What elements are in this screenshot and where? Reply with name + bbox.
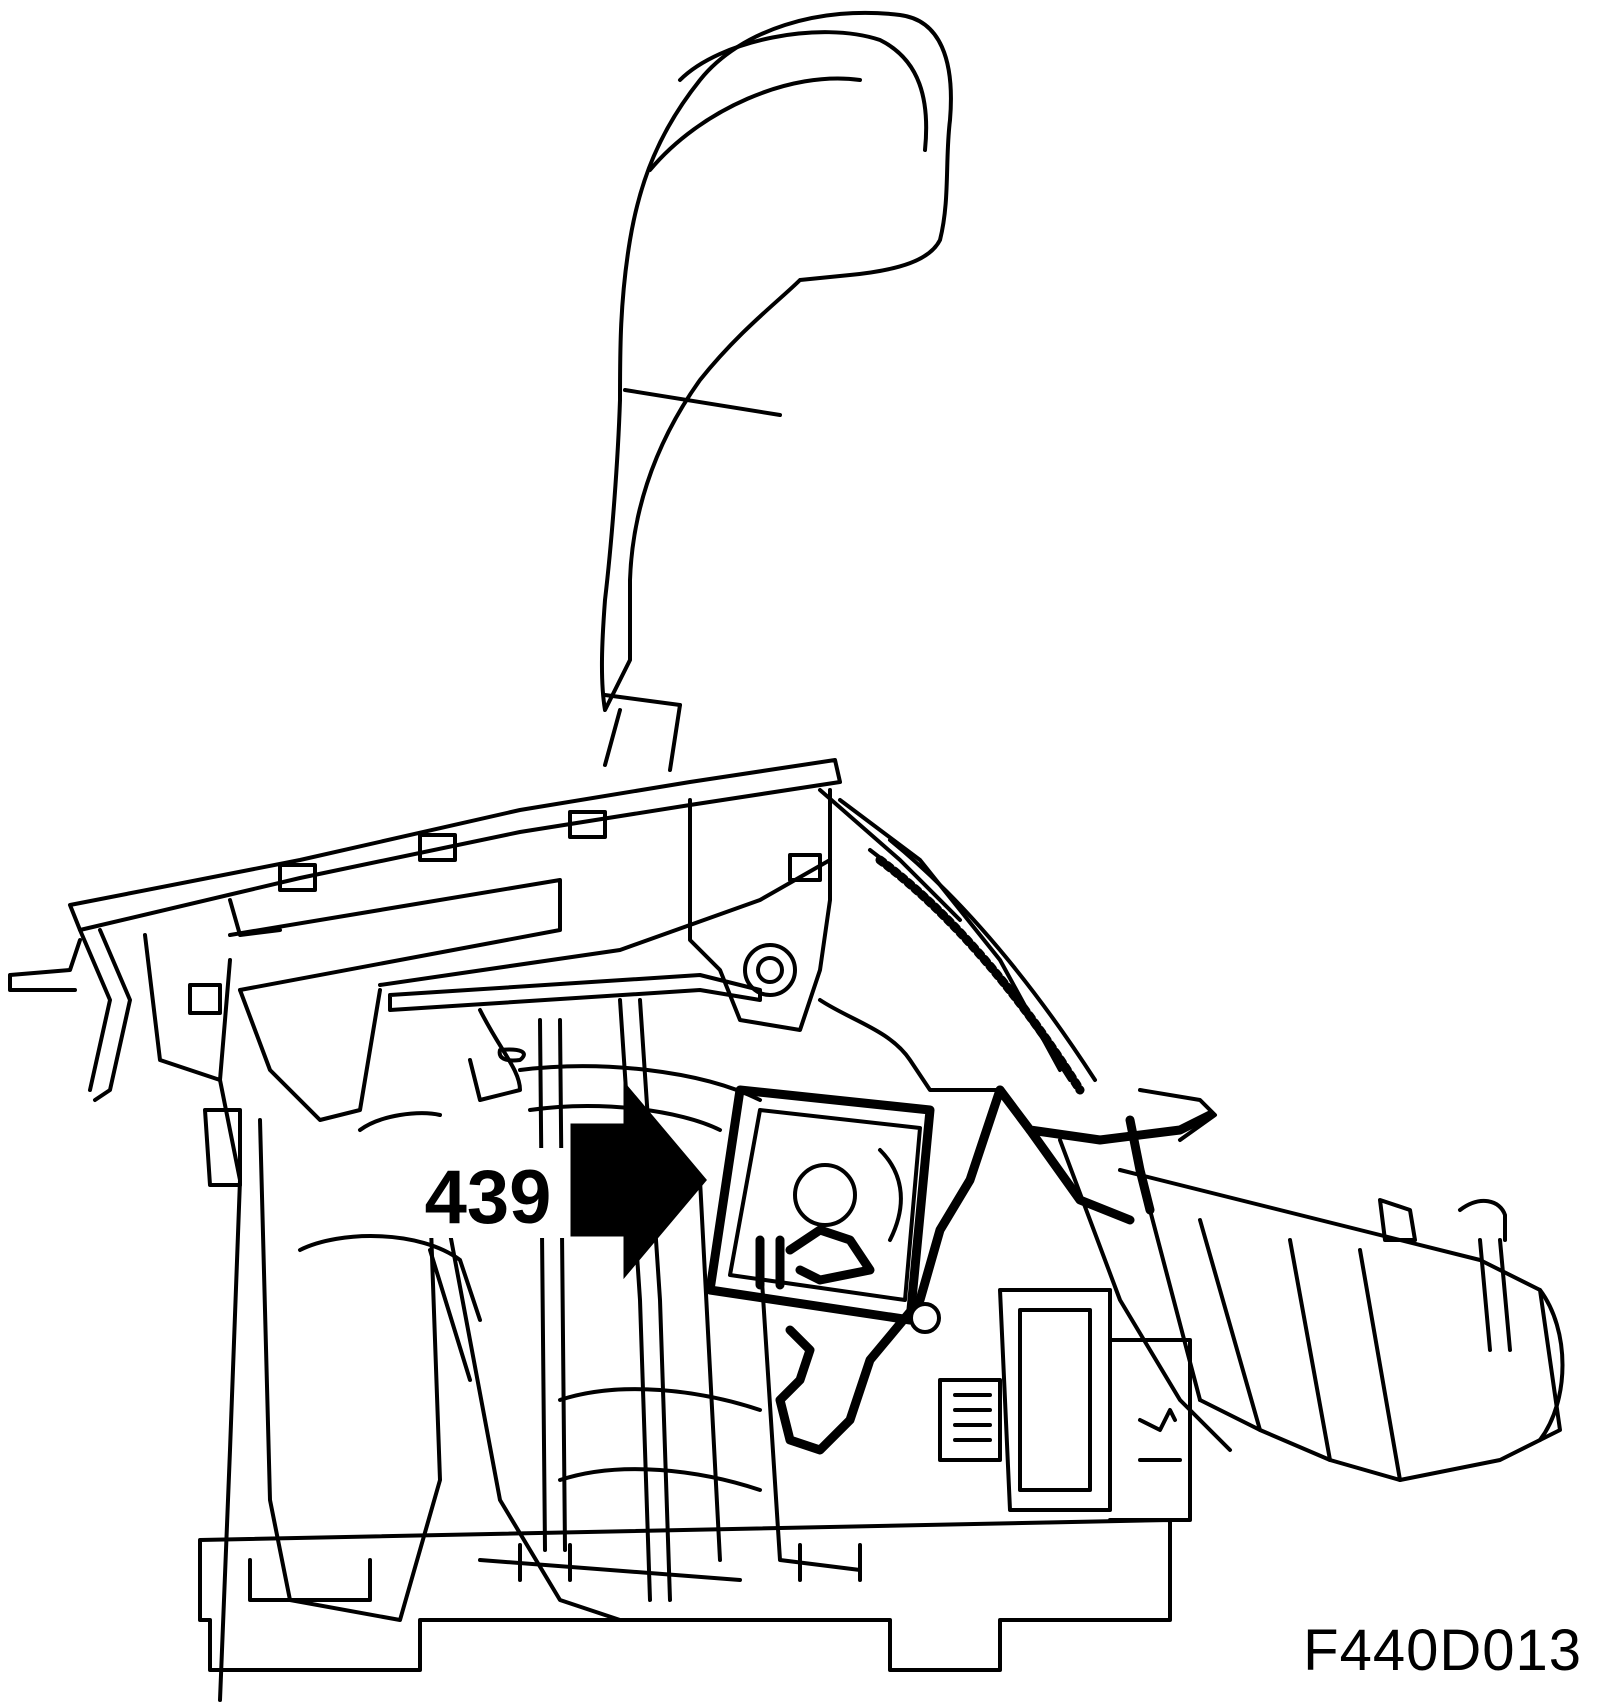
cable-arm [775, 1085, 1217, 1455]
base-plate [198, 1518, 1172, 1672]
top-cover [8, 758, 842, 1102]
housing [203, 998, 862, 1702]
figure-id: F440D013 [1303, 1618, 1582, 1683]
connector-block [938, 1288, 1192, 1522]
upper-body [143, 788, 1062, 1122]
gear-sector [868, 838, 1097, 1095]
callout-arrow [570, 1080, 707, 1280]
side-housing [1058, 1138, 1565, 1482]
callout: 439 [415, 1080, 707, 1280]
middle-plate [388, 973, 1002, 1102]
switch-bracket [705, 1085, 935, 1325]
gear-lever [599, 10, 953, 772]
callout-number: 439 [425, 1155, 552, 1240]
